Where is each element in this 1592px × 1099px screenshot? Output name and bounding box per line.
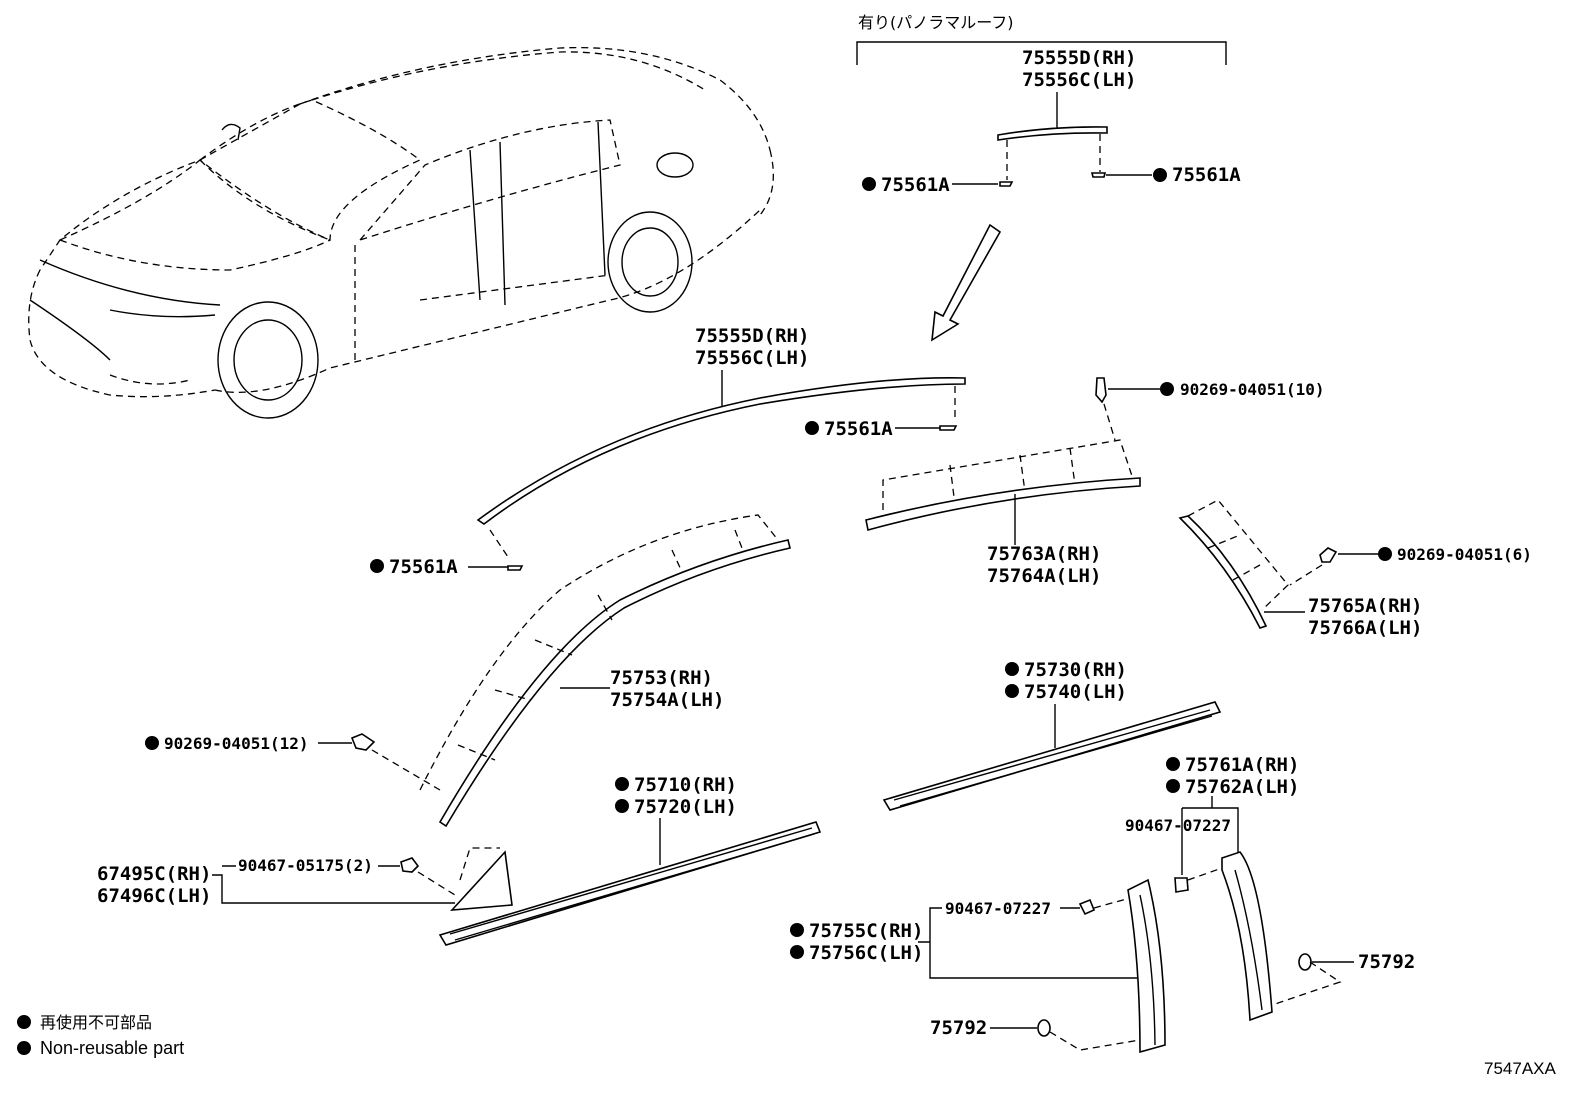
pin-icon: [1095, 377, 1107, 404]
rear-molding-group: 90269-04051(6) 75765A(RH) 75766A(LH): [1178, 499, 1532, 639]
pillar-molding-group: 75753(RH) 75754A(LH) 90269-04051(12): [145, 514, 791, 828]
roof-molding-group: 75555D(RH) 75556C(LH) 75561A 75561A: [370, 325, 966, 578]
clip-icon: [1037, 1019, 1051, 1037]
car-illustration: [28, 46, 774, 419]
clip-icon: [1298, 953, 1312, 971]
pillar-garnish-center: [1127, 878, 1166, 1054]
pillar-garnish-rear: [1221, 851, 1273, 1022]
corner-cover-lh: 67496C(LH): [97, 885, 211, 907]
diagram-code: 7547AXA: [1484, 1059, 1556, 1078]
direction-arrow: [931, 223, 1002, 342]
clip-icon: [400, 857, 420, 873]
belt-front-group: 75710(RH) 75720(LH): [438, 774, 822, 946]
rear-frame-molding: [1178, 515, 1268, 629]
roof-molding: [476, 377, 966, 525]
upper-molding-group: 90269-04051(10) 75763A(RH) 75764A(LH): [865, 377, 1325, 587]
garnish-center-group: 90467-07227 75755C(RH) 75756C(LH) 75792 …: [790, 878, 1415, 1054]
corner-cover-group: 67495C(RH) 67496C(LH) 90467-05175(2): [97, 847, 513, 911]
clip-75792-label: 75792: [930, 1017, 987, 1039]
panorama-roof-molding: [997, 126, 1108, 141]
pin-icon: [350, 733, 376, 751]
panorama-label: 有り(パノラマルーフ): [858, 13, 1014, 32]
clip-07227-label: 90467-07227: [1125, 816, 1231, 835]
pin-6-label: 90269-04051(6): [1397, 545, 1532, 564]
clip-07227-label: 90467-07227: [945, 899, 1051, 918]
pillar-molding-rh: 75753(RH): [610, 667, 713, 689]
clip-75561a-label: 75561A: [389, 556, 458, 578]
belt-front-rh: 75710(RH): [634, 774, 737, 796]
legend-en: Non-reusable part: [40, 1038, 184, 1058]
legend: 再使用不可部品 Non-reusable part: [17, 1013, 184, 1058]
pin-12-label: 90269-04051(12): [164, 734, 309, 753]
garnish-center-rh: 75755C(RH): [809, 920, 923, 942]
legend-jp: 再使用不可部品: [40, 1013, 152, 1032]
belt-rear-group: 75730(RH) 75740(LH): [882, 659, 1222, 811]
garnish-rear-lh: 75762A(LH): [1185, 776, 1299, 798]
belt-molding-rear: [882, 701, 1222, 811]
pin-icon: [1319, 547, 1338, 563]
garnish-rear-rh: 75761A(RH): [1185, 754, 1299, 776]
pillar-molding: [438, 539, 791, 828]
upper-molding-rh: 75763A(RH): [987, 543, 1101, 565]
rear-molding-lh: 75766A(LH): [1308, 617, 1422, 639]
rear-molding-rh: 75765A(RH): [1308, 595, 1422, 617]
corner-cover: [450, 850, 513, 911]
garnish-center-lh: 75756C(LH): [809, 942, 923, 964]
clip-75561a-label: 75561A: [881, 174, 950, 196]
belt-front-lh: 75720(LH): [634, 796, 737, 818]
upper-frame-molding: [865, 477, 1141, 531]
roof-molding-lh: 75556C(LH): [695, 347, 809, 369]
pillar-molding-lh: 75754A(LH): [610, 689, 724, 711]
clip-75792-label: 75792: [1358, 951, 1415, 973]
pin-10-label: 90269-04051(10): [1180, 380, 1325, 399]
panorama-part-lh: 75556C(LH): [1022, 69, 1136, 91]
panorama-part-rh: 75555D(RH): [1022, 47, 1136, 69]
clip-75561a-label: 75561A: [824, 418, 893, 440]
belt-rear-lh: 75740(LH): [1024, 681, 1127, 703]
upper-molding-lh: 75764A(LH): [987, 565, 1101, 587]
clip-icon: [1174, 877, 1189, 893]
clip-icon: [1078, 898, 1096, 916]
roof-molding-rh: 75555D(RH): [695, 325, 809, 347]
garnish-rear-group: 75761A(RH) 75762A(LH) 90467-07227: [1125, 754, 1299, 1022]
corner-cover-rh: 67495C(RH): [97, 863, 211, 885]
belt-rear-rh: 75730(RH): [1024, 659, 1127, 681]
clip-05175-label: 90467-05175(2): [238, 856, 373, 875]
clip-75561a-label: 75561A: [1172, 164, 1241, 186]
panorama-group: 有り(パノラマルーフ) 75555D(RH) 75556C(LH) 75561A…: [856, 13, 1241, 342]
